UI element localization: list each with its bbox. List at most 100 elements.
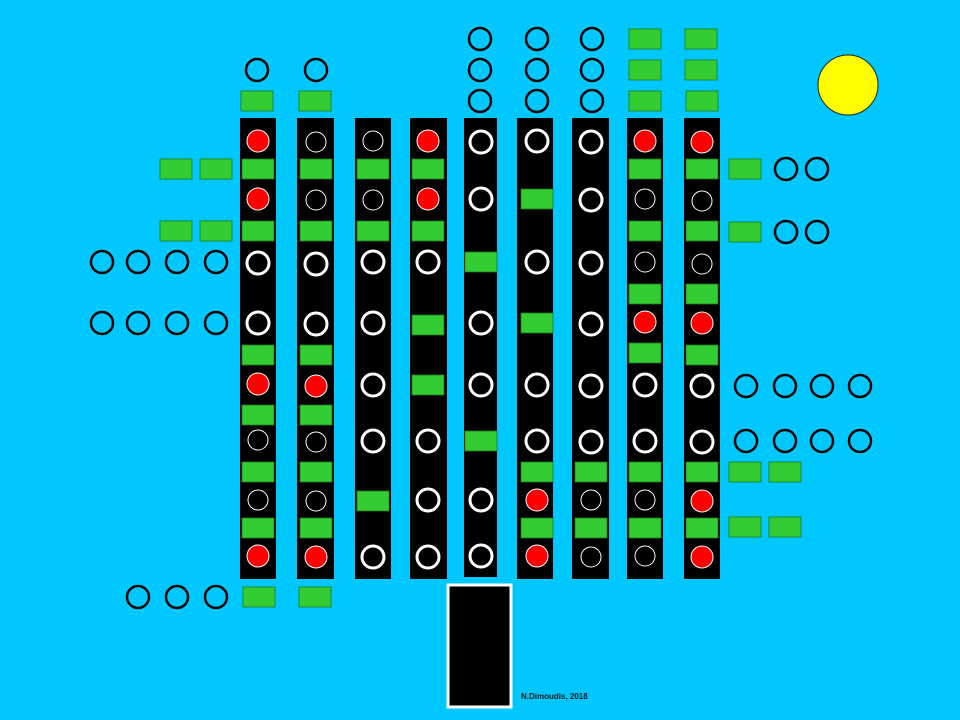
outer-ring: [579, 88, 605, 114]
red-disc: [304, 374, 328, 398]
outer-ring: [524, 88, 550, 114]
outer-ring: [125, 584, 151, 610]
outer-ring: [125, 249, 151, 275]
white-ring: [524, 128, 550, 154]
outer-ring: [772, 373, 798, 399]
green-tile: [628, 461, 662, 483]
trunk: [446, 583, 513, 709]
small-ring: [634, 489, 656, 511]
green-tile: [574, 461, 608, 483]
green-tile: [242, 586, 276, 608]
red-disc: [246, 187, 270, 211]
green-tile: [299, 461, 333, 483]
red-disc: [690, 489, 714, 513]
outer-ring: [164, 249, 190, 275]
white-ring: [468, 372, 494, 398]
green-tile: [685, 344, 719, 366]
small-ring: [305, 490, 327, 512]
white-ring: [415, 487, 441, 513]
green-tile: [241, 461, 275, 483]
green-tile: [298, 586, 332, 608]
green-tile: [411, 220, 445, 242]
green-tile: [628, 220, 662, 242]
outer-ring: [809, 428, 835, 454]
green-tile: [241, 344, 275, 366]
outer-ring: [203, 310, 229, 336]
white-ring: [360, 310, 386, 336]
green-tile: [411, 374, 445, 396]
green-tile: [464, 430, 498, 452]
green-tile: [411, 314, 445, 336]
green-tile: [356, 490, 390, 512]
green-tile: [299, 220, 333, 242]
green-tile: [159, 158, 193, 180]
green-tile: [574, 517, 608, 539]
green-tile: [768, 461, 802, 483]
outer-ring: [733, 373, 759, 399]
white-ring: [360, 249, 386, 275]
green-tile: [520, 188, 554, 210]
small-ring: [634, 188, 656, 210]
small-ring: [305, 431, 327, 453]
green-tile: [464, 251, 498, 273]
white-ring: [468, 310, 494, 336]
small-ring: [634, 545, 656, 567]
white-ring: [468, 129, 494, 155]
white-ring: [689, 373, 715, 399]
small-ring: [247, 429, 269, 451]
green-tile: [299, 344, 333, 366]
small-ring: [305, 189, 327, 211]
small-ring: [691, 190, 713, 212]
outer-ring: [244, 57, 270, 83]
white-ring: [468, 186, 494, 212]
outer-ring: [804, 156, 830, 182]
green-tile: [199, 220, 233, 242]
red-disc: [246, 129, 270, 153]
red-disc: [525, 488, 549, 512]
red-disc: [304, 545, 328, 569]
green-tile: [520, 517, 554, 539]
author-credit: N.Dimoudis, 2018: [521, 692, 588, 701]
green-tile: [685, 517, 719, 539]
white-ring: [415, 428, 441, 454]
green-tile: [299, 158, 333, 180]
green-tile: [685, 158, 719, 180]
white-ring: [632, 372, 658, 398]
small-ring: [305, 131, 327, 153]
white-ring: [245, 250, 271, 276]
small-ring: [634, 251, 656, 273]
white-ring: [360, 372, 386, 398]
outer-ring: [804, 219, 830, 245]
green-tile: [728, 516, 762, 538]
red-disc: [633, 129, 657, 153]
red-disc: [416, 129, 440, 153]
outer-ring: [579, 57, 605, 83]
white-ring: [524, 249, 550, 275]
red-disc: [690, 311, 714, 335]
green-tile: [298, 90, 332, 112]
white-ring: [245, 310, 271, 336]
green-tile: [728, 158, 762, 180]
green-tile: [628, 342, 662, 364]
white-ring: [632, 428, 658, 454]
green-tile: [241, 404, 275, 426]
red-disc: [690, 130, 714, 154]
outer-ring: [773, 156, 799, 182]
white-ring: [415, 544, 441, 570]
small-ring: [362, 189, 384, 211]
green-tile: [241, 517, 275, 539]
outer-ring: [164, 584, 190, 610]
green-tile: [240, 90, 274, 112]
red-disc: [246, 544, 270, 568]
small-ring: [362, 130, 384, 152]
outer-ring: [809, 373, 835, 399]
small-ring: [247, 489, 269, 511]
green-tile: [768, 516, 802, 538]
white-ring: [578, 187, 604, 213]
green-tile: [159, 220, 193, 242]
outer-ring: [467, 88, 493, 114]
outer-ring: [467, 26, 493, 52]
green-tile: [356, 220, 390, 242]
black-column: [572, 118, 609, 579]
